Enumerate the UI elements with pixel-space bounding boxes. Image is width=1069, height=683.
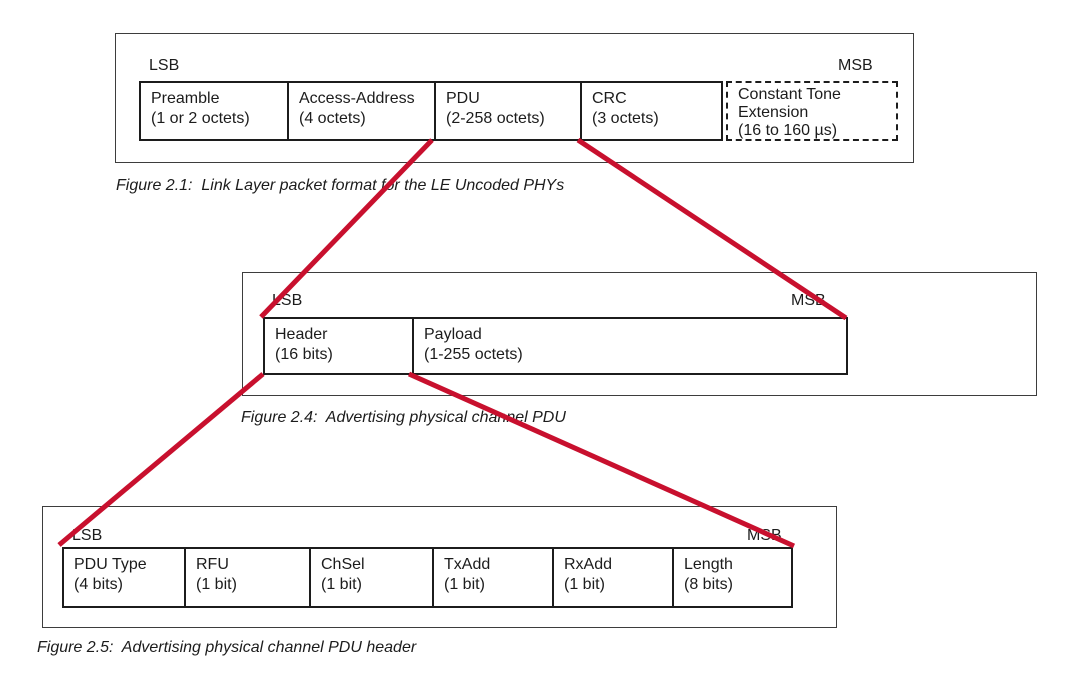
cell-title: Header — [275, 326, 328, 343]
fig2-caption: Figure 2.4: Advertising physical channel… — [241, 409, 566, 426]
fig3-cell-rfu: RFU (1 bit) — [184, 549, 309, 606]
fig3-msb-label: MSB — [747, 527, 782, 544]
cte-line1: Constant Tone — [738, 86, 841, 103]
cell-subtitle: (3 octets) — [592, 110, 659, 127]
cell-subtitle: (1 bit) — [564, 576, 605, 593]
fig2-field-table: Header (16 bits) Payload (1-255 octets) — [263, 317, 848, 375]
fig2-cell-header: Header (16 bits) — [265, 319, 412, 373]
fig3-caption: Figure 2.5: Advertising physical channel… — [37, 639, 417, 656]
fig3-cell-rxadd: RxAdd (1 bit) — [552, 549, 672, 606]
fig1-outer-box — [115, 33, 914, 163]
cell-subtitle: (4 bits) — [74, 576, 123, 593]
cell-title: Payload — [424, 326, 482, 343]
fig3-cell-length: Length (8 bits) — [672, 549, 791, 606]
fig2-lsb-label: LSB — [272, 292, 303, 309]
cell-title: TxAdd — [444, 556, 491, 573]
cell-subtitle: (1 or 2 octets) — [151, 110, 250, 127]
cell-subtitle: (2-258 octets) — [446, 110, 545, 127]
cell-title: CRC — [592, 90, 627, 107]
cell-subtitle: (1-255 octets) — [424, 346, 523, 363]
cell-title: PDU Type — [74, 556, 147, 573]
cte-line3: (16 to 160 µs) — [738, 122, 838, 139]
fig1-constant-tone-extension-box: Constant Tone Extension (16 to 160 µs) — [726, 81, 898, 141]
cell-title: RxAdd — [564, 556, 613, 573]
fig3-cell-pdu-type: PDU Type (4 bits) — [64, 549, 184, 606]
fig1-cell-preamble: Preamble (1 or 2 octets) — [141, 83, 287, 139]
fig1-cell-access-address: Access-Address (4 octets) — [287, 83, 434, 139]
cell-subtitle: (16 bits) — [275, 346, 333, 363]
cte-line2: Extension — [738, 104, 809, 121]
fig1-msb-label: MSB — [838, 57, 873, 74]
fig3-cell-chsel: ChSel (1 bit) — [309, 549, 432, 606]
fig3-cell-txadd: TxAdd (1 bit) — [432, 549, 552, 606]
cell-title: ChSel — [321, 556, 365, 573]
fig1-field-table: Preamble (1 or 2 octets) Access-Address … — [139, 81, 723, 141]
cell-title: Preamble — [151, 90, 220, 107]
cell-subtitle: (1 bit) — [444, 576, 485, 593]
fig2-msb-label: MSB — [791, 292, 826, 309]
fig1-lsb-label: LSB — [149, 57, 180, 74]
cell-subtitle: (4 octets) — [299, 110, 366, 127]
cell-subtitle: (1 bit) — [196, 576, 237, 593]
fig1-cell-crc: CRC (3 octets) — [580, 83, 721, 139]
cell-title: RFU — [196, 556, 229, 573]
fig1-cell-pdu: PDU (2-258 octets) — [434, 83, 580, 139]
cell-title: Access-Address — [299, 90, 415, 107]
cell-subtitle: (8 bits) — [684, 576, 733, 593]
fig1-caption: Figure 2.1: Link Layer packet format for… — [116, 177, 565, 194]
fig3-field-table: PDU Type (4 bits) RFU (1 bit) ChSel (1 b… — [62, 547, 793, 608]
fig3-lsb-label: LSB — [72, 527, 103, 544]
cell-title: PDU — [446, 90, 480, 107]
fig2-cell-payload: Payload (1-255 octets) — [412, 319, 846, 373]
cell-title: Length — [684, 556, 733, 573]
cell-subtitle: (1 bit) — [321, 576, 362, 593]
